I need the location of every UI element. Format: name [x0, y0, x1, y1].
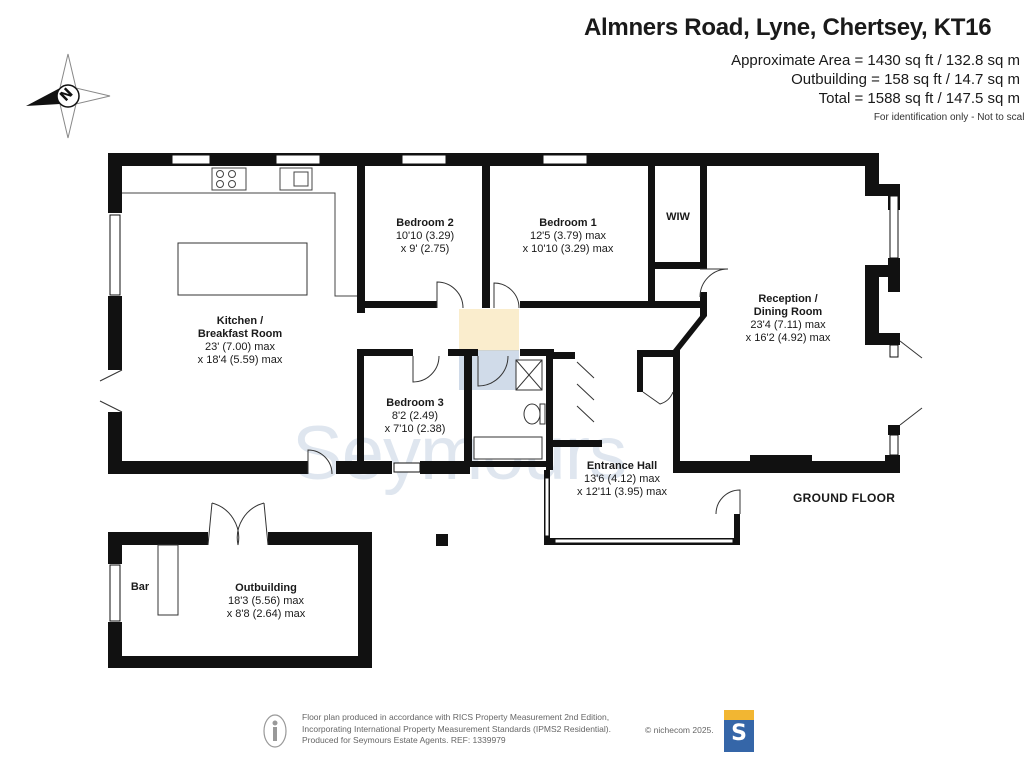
compass-icon [26, 53, 111, 139]
outbuilding-walls [108, 532, 448, 668]
approximate-area: Approximate Area = 1430 sq ft / 132.8 sq… [731, 52, 1020, 69]
interior-walls [357, 153, 707, 474]
room-bedroom-3: Bedroom 3 8'2 (2.49) x 7'10 (2.38) [385, 397, 446, 436]
footer-line-2: Incorporating International Property Mea… [302, 723, 611, 734]
room-reception-name-2: Dining Room [753, 306, 823, 318]
footer: Floor plan produced in accordance with R… [262, 708, 762, 758]
room-bedroom-1-name: Bedroom 1 [539, 217, 597, 229]
total-area: Total = 1588 sq ft / 147.5 sq m [818, 90, 1020, 107]
footer-line-1: Floor plan produced in accordance with R… [302, 712, 610, 722]
room-kitchen-name-1: Kitchen / [216, 315, 264, 327]
room-bedroom-2: Bedroom 2 10'10 (3.29) x 9' (2.75) [396, 217, 454, 256]
room-wiw: WIW [666, 211, 690, 224]
room-bar-name: Bar [130, 581, 150, 593]
kitchen-counters [122, 167, 357, 297]
room-bedroom-2-dim-1: 10'10 (3.29) [395, 230, 455, 242]
room-bedroom-1-dim-2: x 10'10 (3.29) max [522, 243, 614, 255]
room-bedroom-1-dim-1: 12'5 (3.79) max [529, 230, 607, 242]
room-kitchen-dim-1: 23' (7.00) max [205, 341, 275, 353]
room-outbuilding-name: Outbuilding [235, 582, 297, 594]
room-reception-dim-1: 23'4 (7.11) max [750, 319, 826, 331]
room-bedroom-1: Bedroom 1 12'5 (3.79) max x 10'10 (3.29)… [523, 217, 614, 256]
room-bedroom-2-name: Bedroom 2 [396, 217, 454, 229]
seymours-logo-icon: S [724, 710, 754, 752]
room-bedroom-3-dim-2: x 7'10 (2.38) [384, 423, 446, 435]
room-entrance-hall-name: Entrance Hall [586, 460, 658, 472]
room-bar: Bar [131, 581, 149, 594]
room-reception: Reception / Dining Room 23'4 (7.11) max … [746, 293, 831, 345]
room-kitchen-name-2: Breakfast Room [197, 328, 283, 340]
doors [99, 268, 923, 515]
room-wiw-name: WIW [666, 211, 690, 223]
ground-floor-label: GROUND FLOOR [793, 491, 896, 505]
room-bedroom-3-dim-1: 8'2 (2.49) [391, 410, 439, 422]
room-kitchen: Kitchen / Breakfast Room 23' (7.00) max … [198, 315, 283, 367]
seymours-logo-letter: S [731, 721, 747, 746]
windows [109, 154, 899, 544]
watermark-logo-top [459, 309, 519, 351]
ipms-person-icon [263, 714, 287, 748]
room-kitchen-dim-2: x 18'4 (5.59) max [197, 354, 283, 366]
room-bedroom-3-name: Bedroom 3 [386, 397, 444, 409]
property-title: Almners Road, Lyne, Chertsey, KT16 [584, 14, 992, 41]
room-outbuilding: Outbuilding 18'3 (5.56) max x 8'8 (2.64)… [227, 582, 306, 621]
outbuilding-doors [157, 502, 269, 616]
room-reception-name-1: Reception / [758, 293, 818, 305]
room-entrance-hall-dim-2: x 12'11 (3.95) max [577, 486, 667, 498]
identification-note: For identification only - Not to scale [873, 112, 1024, 123]
footer-text: Floor plan produced in accordance with R… [302, 712, 611, 747]
footer-copyright: © nichecom 2025. [645, 725, 714, 735]
room-outbuilding-dim-2: x 8'8 (2.64) max [226, 608, 306, 620]
bathroom-fixtures [473, 359, 546, 460]
footer-line-3: Produced for Seymours Estate Agents. REF… [302, 735, 506, 745]
room-reception-dim-2: x 16'2 (4.92) max [745, 332, 831, 344]
room-entrance-hall-dim-1: 13'6 (4.12) max [583, 473, 661, 485]
outbuilding-area: Outbuilding = 158 sq ft / 14.7 sq m [791, 71, 1020, 88]
room-bedroom-2-dim-2: x 9' (2.75) [400, 243, 450, 255]
room-outbuilding-dim-1: 18'3 (5.56) max [227, 595, 305, 607]
room-entrance-hall: Entrance Hall 13'6 (4.12) max x 12'11 (3… [577, 460, 667, 499]
watermark-text: Seymours [292, 411, 627, 496]
